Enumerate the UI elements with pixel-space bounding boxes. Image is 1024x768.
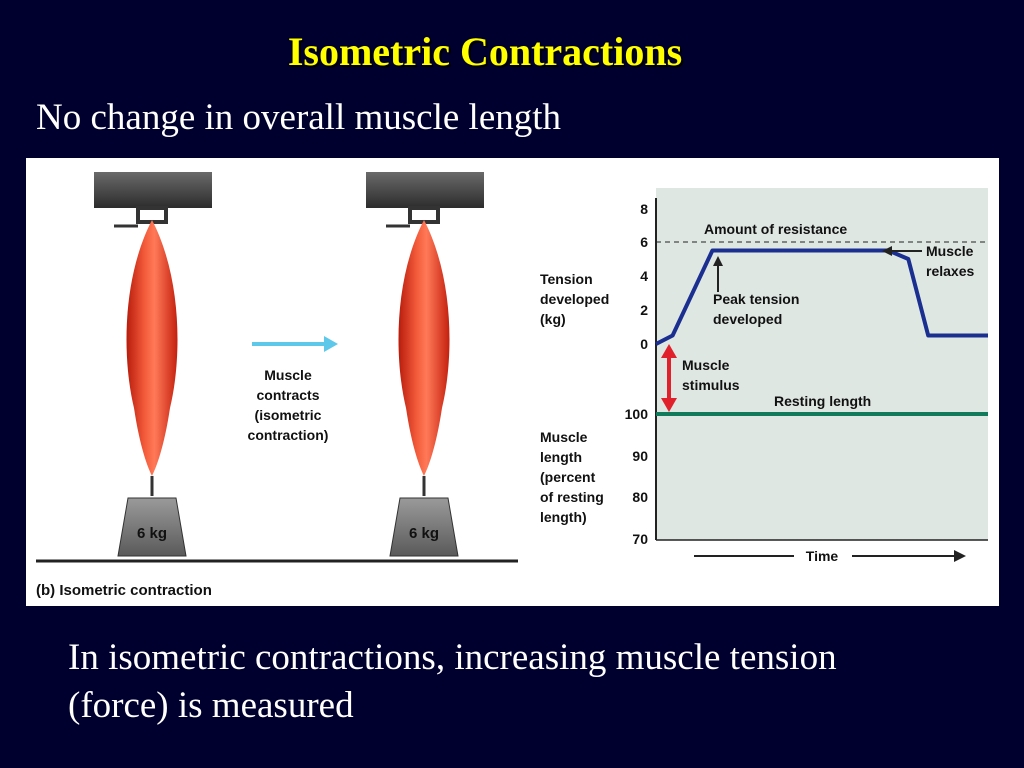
support-block (94, 172, 212, 208)
annotation-resistance: Amount of resistance (704, 221, 847, 237)
time-label: Time (806, 548, 839, 564)
arrow-text-1: Muscle (264, 367, 312, 383)
tension-tick-8: 8 (640, 201, 648, 217)
tension-axis-label-3: (kg) (540, 311, 566, 327)
weight-label-left: 6 kg (137, 525, 167, 542)
length-axis-label-4: of resting (540, 489, 604, 505)
tension-axis-label-1: Tension (540, 271, 593, 287)
arrow-text-4: contraction) (248, 427, 329, 443)
tension-tick-4: 4 (640, 268, 648, 284)
length-axis-label-2: length (540, 449, 582, 465)
length-tick-80: 80 (632, 489, 648, 505)
isometric-figure: 6 kg 6 kg Muscle contracts (isometric co… (36, 172, 988, 599)
length-tick-100: 100 (625, 406, 649, 422)
contraction-arrow (252, 336, 338, 352)
caption-line-1: In isometric contractions, increasing mu… (68, 637, 837, 678)
clamp (408, 206, 440, 224)
annotation-resting: Resting length (774, 393, 871, 409)
support-block (366, 172, 484, 208)
tension-length-chart: Tension developed (kg) Muscle length (pe… (540, 188, 988, 564)
annotation-peak-1: Peak tension (713, 291, 799, 307)
slide-caption: In isometric contractions, increasing mu… (68, 634, 988, 730)
clamp (136, 206, 168, 224)
caption-line-2: (force) is measured (68, 685, 354, 726)
length-axis-label-1: Muscle (540, 429, 588, 445)
plot-area (656, 188, 988, 540)
length-axis-label-3: (percent (540, 469, 596, 485)
tension-tick-2: 2 (640, 302, 648, 318)
weight-label-right: 6 kg (409, 525, 439, 542)
slide-subtitle: No change in overall muscle length (36, 97, 562, 138)
time-arrow-head (954, 550, 966, 562)
length-axis-label-5: length) (540, 509, 587, 525)
weight-left (117, 497, 187, 557)
annotation-relaxes-1: Muscle (926, 243, 974, 259)
length-tick-70: 70 (632, 531, 648, 547)
annotation-stimulus-2: stimulus (682, 377, 740, 393)
relaxes-arrow (882, 246, 922, 256)
annotation-peak-2: developed (713, 311, 782, 327)
muscle-apparatus-right: 6 kg (366, 172, 484, 557)
annotation-stimulus-1: Muscle (682, 357, 730, 373)
slide-title: Isometric Contractions (287, 29, 683, 74)
muscle-left (126, 220, 178, 476)
length-tick-90: 90 (632, 448, 648, 464)
panel-caption: (b) Isometric contraction (36, 582, 212, 599)
muscle-right (398, 220, 450, 476)
arrow-text-3: (isometric (255, 407, 322, 423)
figure-panel: 6 kg 6 kg Muscle contracts (isometric co… (26, 158, 999, 606)
tension-axis-label-2: developed (540, 291, 609, 307)
tension-tick-6: 6 (640, 234, 648, 250)
annotation-relaxes-2: relaxes (926, 263, 974, 279)
muscle-apparatus-left: 6 kg (94, 172, 212, 557)
stimulus-arrow (661, 344, 677, 412)
tension-tick-0: 0 (640, 336, 648, 352)
arrow-text-2: contracts (256, 387, 319, 403)
weight-right (389, 497, 459, 557)
peak-arrow (713, 256, 723, 292)
